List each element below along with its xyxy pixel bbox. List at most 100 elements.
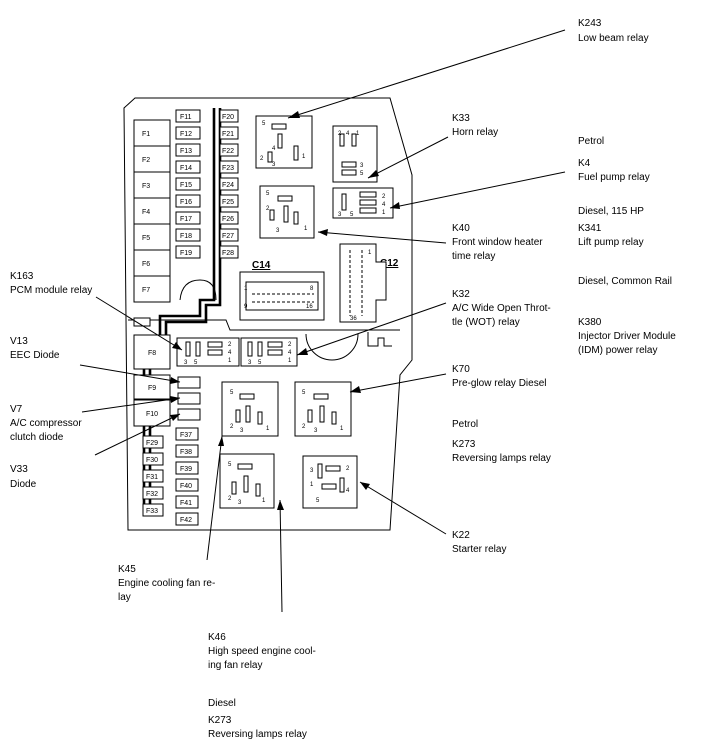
label-k243-code: K243: [578, 18, 602, 29]
fuse-f33: [142, 503, 164, 517]
svg-text:2: 2: [266, 206, 270, 212]
label-k45-name-1: Engine cooling fan re-: [118, 578, 215, 589]
fuse-label-f37: F37: [180, 432, 192, 439]
svg-text:4: 4: [382, 202, 386, 208]
fuse-f16: [175, 194, 201, 208]
svg-text:4: 4: [346, 488, 350, 494]
fuse-f22: [219, 143, 239, 157]
label-k33-name: Horn relay: [452, 127, 498, 138]
fuse-f5: [133, 223, 171, 251]
relay-k46: 5 2 3 1: [219, 453, 275, 509]
label-v7-code: V7: [10, 404, 23, 415]
svg-text:1: 1: [356, 131, 360, 137]
label-k40-code: K40: [452, 223, 470, 234]
label-k40-name-1: Front window heater: [452, 237, 543, 248]
svg-text:1: 1: [244, 286, 248, 292]
svg-text:C12: C12: [380, 258, 399, 269]
latch-arc: [305, 333, 359, 361]
clip-right: [367, 332, 392, 347]
svg-text:3: 3: [276, 228, 280, 234]
svg-text:2: 2: [228, 342, 232, 348]
svg-text:8: 8: [310, 286, 314, 292]
svg-text:4: 4: [272, 146, 276, 152]
fuse-label-f23: F23: [222, 165, 234, 172]
fuse-label-f20: F20: [222, 114, 234, 121]
relay-k4-k341: 2 4 1 3 5: [332, 187, 394, 219]
harness-loop: [179, 279, 217, 301]
label-k4-variant: Petrol: [578, 136, 604, 147]
label-k273b-variant: Diesel: [208, 698, 236, 709]
label-k273b-name: Reversing lamps relay: [208, 729, 307, 740]
label-k70-name: Pre-glow relay Diesel: [452, 378, 546, 389]
mini-fuse-column-b: F20 F21 F22 F23 F24 F25 F26 F27 F28: [219, 109, 239, 259]
fuse-label-f18: F18: [180, 233, 192, 240]
fuse-f11: [175, 109, 201, 123]
fuse-label-f4: F4: [142, 209, 150, 216]
svg-text:4: 4: [346, 131, 350, 137]
fuse-label-f19: F19: [180, 250, 192, 257]
fuse-f39: [175, 461, 199, 475]
fuse-f4: [133, 197, 171, 225]
svg-text:2: 2: [288, 342, 292, 348]
fuse-f38: [175, 444, 199, 458]
fuse-f24: [219, 177, 239, 191]
fuse-label-f11: F11: [180, 114, 192, 121]
fuse-label-f6: F6: [142, 261, 150, 268]
label-k380-variant: Diesel, Common Rail: [578, 276, 672, 287]
relay-k40: 5 2 3 1: [259, 185, 315, 239]
label-v13-code: V13: [10, 336, 28, 347]
fuse-f21: [219, 126, 239, 140]
fuse-f14: [175, 160, 201, 174]
fuse-label-f25: F25: [222, 199, 234, 206]
fuse-label-f7: F7: [142, 287, 150, 294]
fuse-label-f15: F15: [180, 182, 192, 189]
svg-text:3: 3: [360, 163, 364, 169]
relay-k33: 2 4 1 3 5: [332, 125, 378, 183]
fuse-f37: [175, 427, 199, 441]
fuse-label-f38: F38: [180, 449, 192, 456]
svg-text:2: 2: [230, 424, 234, 430]
fuse-f32: [142, 486, 164, 500]
fuse-label-f26: F26: [222, 216, 234, 223]
fuse-f23: [219, 160, 239, 174]
svg-text:3: 3: [338, 212, 342, 218]
fuse-label-f33: F33: [146, 508, 158, 515]
label-k243-name: Low beam relay: [578, 33, 649, 44]
large-fuse-column: F1 F2 F3 F4 F5 F6 F7: [133, 119, 171, 303]
svg-text:1: 1: [302, 154, 306, 160]
svg-text:5: 5: [230, 390, 234, 396]
label-k40-name-2: time relay: [452, 251, 495, 262]
relay-k32: 2 4 1 3 5: [240, 337, 298, 367]
label-k22-code: K22: [452, 530, 470, 541]
svg-text:5: 5: [360, 171, 364, 177]
label-k380-code: K380: [578, 317, 602, 328]
svg-text:3: 3: [272, 162, 276, 168]
label-k4-code: K4: [578, 158, 591, 169]
label-k273a-variant: Petrol: [452, 419, 478, 430]
fuse-f13: [175, 143, 201, 157]
svg-text:16: 16: [306, 304, 313, 310]
label-k273a-code: K273: [452, 439, 476, 450]
label-k45-name-2: lay: [118, 592, 131, 603]
fuse-f25: [219, 194, 239, 208]
fuse-label-f9: F9: [148, 385, 156, 392]
svg-text:5: 5: [350, 212, 354, 218]
component-labels: K243 Low beam relay K33 Horn relay Petro…: [10, 18, 676, 740]
fuse-f40: [175, 478, 199, 492]
svg-text:3: 3: [238, 500, 242, 506]
svg-text:1: 1: [310, 482, 314, 488]
fuse-label-f5: F5: [142, 235, 150, 242]
fuse-f19: [175, 245, 201, 259]
fuse-f18: [175, 228, 201, 242]
label-v7-name-1: A/C compressor: [10, 418, 82, 429]
label-k273a-name: Reversing lamps relay: [452, 453, 551, 464]
fuse-label-f21: F21: [222, 131, 234, 138]
fuse-label-f22: F22: [222, 148, 234, 155]
fuse-label-f12: F12: [180, 131, 192, 138]
fuse-f6: [133, 249, 171, 277]
mini-fuse-column-c: F29 F30 F31 F32 F33: [142, 435, 164, 517]
fuse-f28: [219, 245, 239, 259]
fuse-f26: [219, 211, 239, 225]
connector-c12: C12 1 36: [339, 243, 399, 323]
label-v33-name: Diode: [10, 479, 37, 490]
